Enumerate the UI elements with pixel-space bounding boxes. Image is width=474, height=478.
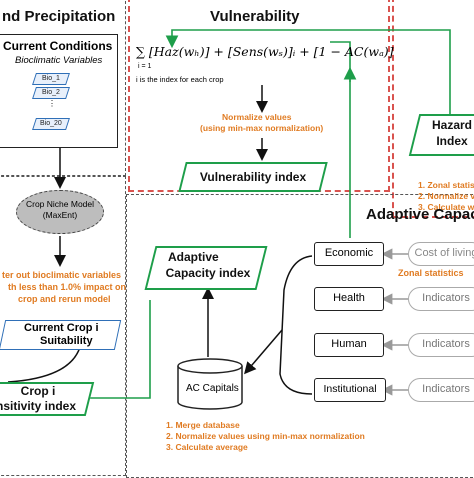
hazard-label-1: Hazard	[431, 118, 472, 132]
crop-niche-model-label: Crop Niche Model (MaxEnt)	[25, 199, 95, 220]
bio-ellipsis: ⋮	[48, 99, 56, 108]
vulnerability-title: Vulnerability	[210, 8, 300, 25]
capital-economic: Economic	[314, 242, 384, 266]
hazard-step-1: 1. Zonal statisti	[418, 180, 474, 190]
indicator-human: Indicators	[408, 333, 474, 357]
hazard-step-2: 2. Normalize v	[418, 191, 474, 201]
adaptive-title: Adaptive Capac	[366, 206, 474, 223]
zonal-statistics-label: Zonal statistics	[398, 268, 464, 278]
vulnerability-formula: ∑ [Haz(wₕ)] + [Sens(wₛ)]ᵢ + [1 − AC(wₐ)]	[136, 44, 394, 59]
adaptive-label-2: Capacity index	[165, 266, 251, 280]
hazard-panel	[392, 0, 474, 218]
capital-human: Human	[314, 333, 384, 357]
crop-niche-model-node	[16, 190, 104, 234]
indicator-institutional: Indicators	[408, 378, 474, 402]
precipitation-title: nd Precipitation	[2, 8, 116, 25]
bio-20-label: Bio_20	[40, 120, 62, 127]
sensitivity-label-1: Crop i	[20, 384, 56, 398]
normalize-line-2: (using min-max normalization)	[200, 123, 324, 133]
filter-note-line-1: ter out bioclimatic variables	[2, 270, 122, 280]
indicator-health: Indicators	[408, 287, 474, 311]
vulnerability-index-label: Vulnerability index	[199, 170, 307, 184]
adaptive-step-2: 2. Normalize values using min-max normal…	[166, 431, 365, 441]
capital-health: Health	[314, 287, 384, 311]
bio-2-label: Bio_2	[42, 89, 60, 96]
bio-1-label: Bio_1	[42, 75, 60, 82]
suitability-label-1: Current Crop i	[24, 322, 99, 334]
adaptive-label-1: Adaptive	[168, 250, 219, 264]
sum-subscript: i = 1	[138, 63, 152, 70]
filter-note-line-2: th less than 1.0% impact on	[8, 282, 127, 292]
suitability-label-2: Suitability	[40, 335, 93, 347]
filter-note-line-3: crop and rerun model	[18, 294, 111, 304]
indicator-cost-of-living: Cost of living	[408, 242, 474, 266]
ac-capitals-label: AC Capitals	[186, 383, 239, 394]
precipitation-panel	[0, 0, 126, 176]
capital-institutional: Institutional	[314, 378, 386, 402]
hazard-step-3: 3. Calculate w	[418, 202, 474, 212]
crop-index-note: i is the index for each crop	[136, 75, 224, 84]
adaptive-step-1: 1. Merge database	[166, 420, 240, 430]
adaptive-step-3: 3. Calculate average	[166, 442, 248, 452]
current-conditions-title: Current Conditions	[3, 39, 113, 53]
sensitivity-label-2: nsitivity index	[0, 399, 77, 413]
hazard-label-2: Index	[436, 134, 468, 148]
bioclimatic-subtitle: Bioclimatic Variables	[15, 55, 103, 66]
normalize-line-1: Normalize values	[222, 112, 292, 122]
